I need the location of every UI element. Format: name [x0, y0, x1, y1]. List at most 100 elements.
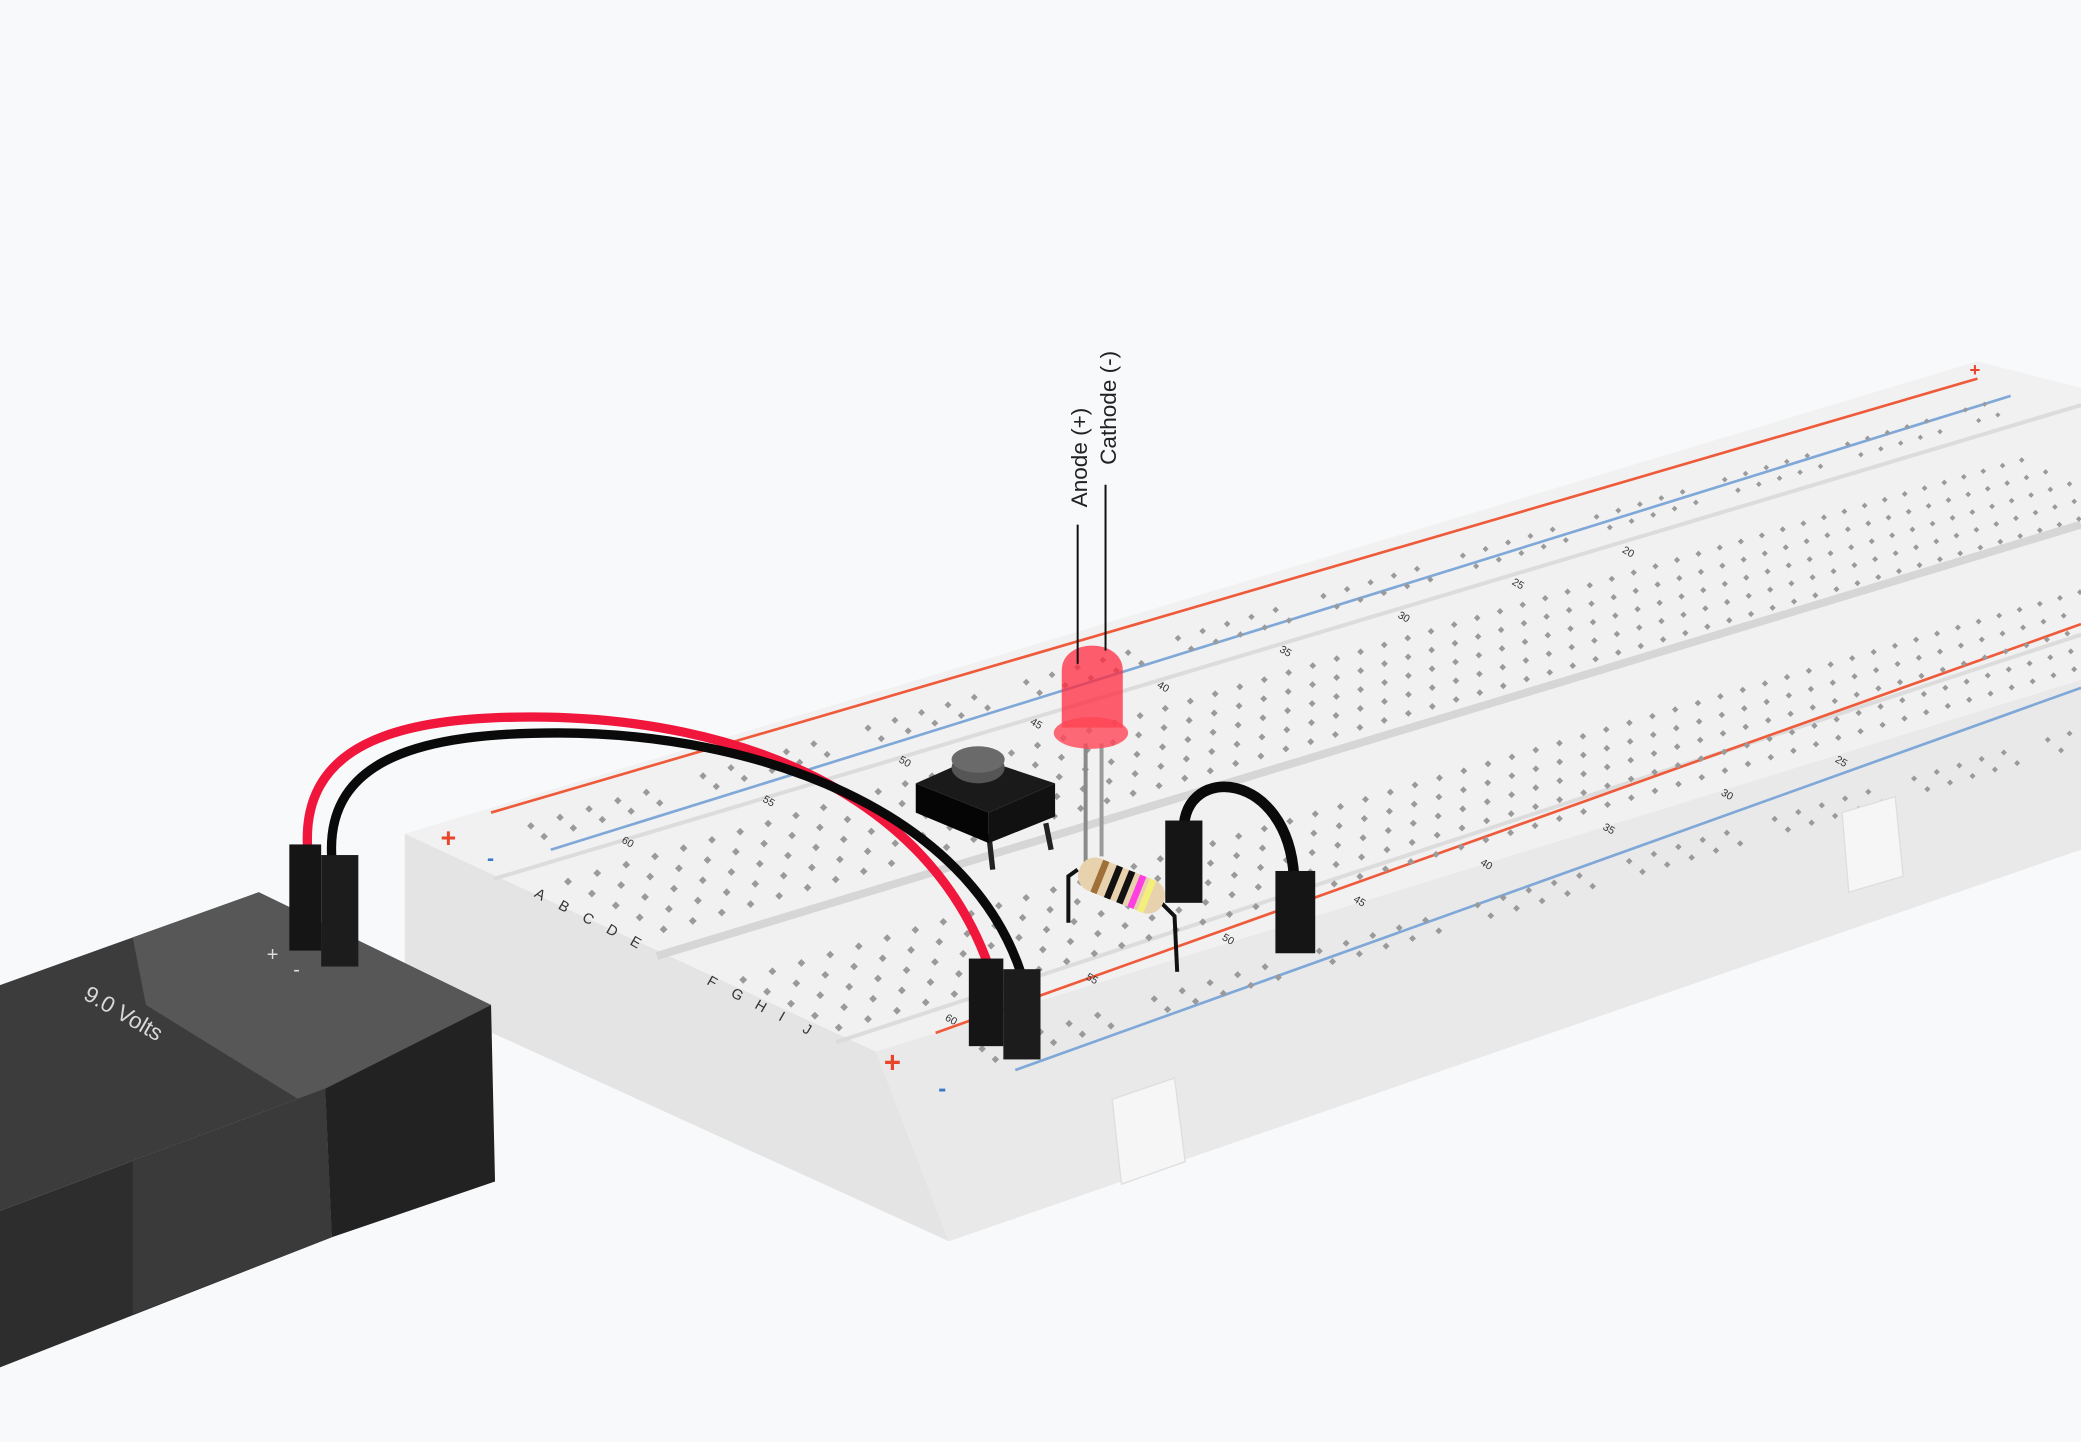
breadboard-hole[interactable]	[1841, 508, 1848, 515]
breadboard-hole[interactable]	[1937, 429, 1943, 435]
breadboard-hole[interactable]	[1591, 637, 1598, 644]
breadboard-hole[interactable]	[1018, 913, 1027, 922]
breadboard-hole[interactable]	[1636, 624, 1643, 631]
breadboard-hole[interactable]	[1909, 526, 1916, 533]
breadboard-hole[interactable]	[1694, 699, 1702, 707]
breadboard-hole[interactable]	[1550, 879, 1558, 887]
breadboard-hole[interactable]	[1073, 898, 1082, 906]
breadboard-hole[interactable]	[1672, 724, 1680, 732]
breadboard-hole[interactable]	[782, 748, 790, 756]
breadboard-hole[interactable]	[1953, 532, 1960, 539]
breadboard-hole[interactable]	[1433, 831, 1441, 839]
battery-9v[interactable]: 9.0 Volts + -	[0, 892, 496, 1368]
breadboard-hole[interactable]	[1604, 782, 1611, 790]
breadboard-hole[interactable]	[834, 1023, 843, 1032]
breadboard-hole[interactable]	[1696, 736, 1704, 744]
breadboard-hole[interactable]	[1232, 851, 1241, 860]
breadboard-hole[interactable]	[1311, 810, 1319, 818]
breadboard-hole[interactable]	[1929, 520, 1936, 527]
breadboard-hole[interactable]	[893, 1006, 901, 1015]
breadboard-hole[interactable]	[816, 823, 824, 832]
breadboard-hole[interactable]	[1608, 575, 1615, 583]
breadboard-hole[interactable]	[1130, 862, 1138, 871]
breadboard-hole[interactable]	[2042, 469, 2049, 475]
breadboard-hole[interactable]	[1031, 761, 1039, 769]
breadboard-hole[interactable]	[1405, 691, 1412, 698]
breadboard-hole[interactable]	[712, 782, 720, 791]
breadboard-hole[interactable]	[1650, 511, 1657, 518]
breadboard-hole[interactable]	[1499, 894, 1507, 902]
breadboard-hole[interactable]	[1564, 588, 1571, 595]
breadboard-hole[interactable]	[764, 819, 772, 828]
breadboard-hole[interactable]	[1508, 791, 1516, 799]
breadboard-hole[interactable]	[1334, 841, 1342, 849]
breadboard-hole[interactable]	[1848, 544, 1855, 551]
breadboard-hole[interactable]	[1223, 620, 1231, 628]
breadboard-hole[interactable]	[1055, 773, 1063, 781]
breadboard-hole[interactable]	[1977, 544, 1984, 551]
breadboard-hole[interactable]	[1849, 655, 1856, 662]
breadboard-hole[interactable]	[1744, 760, 1752, 768]
breadboard-hole[interactable]	[675, 864, 683, 873]
breadboard-hole[interactable]	[1384, 826, 1392, 835]
breadboard-hole[interactable]	[1851, 562, 1858, 569]
breadboard-hole[interactable]	[1413, 565, 1421, 572]
breadboard-hole[interactable]	[1487, 912, 1495, 920]
breadboard-hole[interactable]	[1809, 574, 1816, 581]
breadboard-hole[interactable]	[1827, 550, 1834, 557]
breadboard-hole[interactable]	[1460, 767, 1468, 775]
breadboard-hole[interactable]	[1342, 939, 1350, 947]
breadboard-hole[interactable]	[1944, 702, 1951, 710]
breadboard-hole[interactable]	[1015, 933, 1023, 942]
breadboard-hole[interactable]	[1155, 782, 1163, 790]
breadboard-hole[interactable]	[2008, 684, 2015, 691]
breadboard-hole[interactable]	[1656, 599, 1663, 606]
breadboard-hole[interactable]	[1383, 846, 1391, 854]
breadboard-hole[interactable]	[1805, 667, 1813, 674]
breadboard-hole[interactable]	[1957, 550, 1964, 557]
breadboard-hole[interactable]	[1776, 475, 1783, 482]
breadboard-hole[interactable]	[1356, 872, 1364, 881]
breadboard-hole[interactable]	[1163, 1005, 1172, 1014]
breadboard-hole[interactable]	[1532, 803, 1539, 811]
breadboard-hole[interactable]	[1234, 971, 1242, 979]
breadboard-hole[interactable]	[1336, 803, 1345, 811]
breadboard-hole[interactable]	[1211, 690, 1219, 698]
breadboard-hole[interactable]	[2036, 527, 2043, 534]
breadboard-hole[interactable]	[1258, 733, 1266, 741]
breadboard-hole[interactable]	[739, 975, 748, 984]
breadboard-hole[interactable]	[1726, 617, 1733, 624]
breadboard-hole[interactable]	[1954, 624, 1961, 631]
breadboard-hole[interactable]	[1767, 754, 1775, 761]
breadboard-hole[interactable]	[1680, 611, 1687, 618]
breadboard-hole[interactable]	[1942, 684, 1949, 691]
breadboard-hole[interactable]	[1359, 834, 1367, 842]
breadboard-hole[interactable]	[1764, 717, 1772, 724]
breadboard-hole[interactable]	[2071, 666, 2078, 673]
breadboard-hole[interactable]	[1933, 768, 1940, 776]
breadboard-hole[interactable]	[950, 990, 959, 998]
breadboard-hole[interactable]	[1688, 854, 1695, 861]
breadboard-hole[interactable]	[1186, 697, 1194, 705]
breadboard-hole[interactable]	[1546, 669, 1554, 676]
breadboard-hole[interactable]	[1148, 914, 1156, 922]
breadboard-hole[interactable]	[1210, 709, 1218, 717]
breadboard-hole[interactable]	[1610, 594, 1617, 601]
breadboard-hole[interactable]	[1652, 563, 1659, 570]
breadboard-hole[interactable]	[1831, 812, 1839, 820]
breadboard-hole[interactable]	[1508, 753, 1516, 761]
breadboard-hole[interactable]	[788, 831, 796, 840]
breadboard-hole[interactable]	[1649, 712, 1656, 720]
breadboard-hole[interactable]	[1712, 847, 1720, 854]
breadboard-hole[interactable]	[1331, 731, 1339, 739]
breadboard-hole[interactable]	[2005, 666, 2012, 673]
breadboard-hole[interactable]	[784, 851, 792, 860]
breadboard-hole[interactable]	[2067, 648, 2074, 655]
breadboard-hole[interactable]	[1381, 679, 1388, 686]
breadboard-hole[interactable]	[1228, 891, 1236, 899]
breadboard-hole[interactable]	[1451, 639, 1459, 647]
breadboard-hole[interactable]	[1593, 513, 1600, 520]
breadboard-hole[interactable]	[1136, 712, 1144, 720]
breadboard-hole[interactable]	[1283, 726, 1291, 734]
breadboard-hole[interactable]	[2050, 672, 2057, 679]
